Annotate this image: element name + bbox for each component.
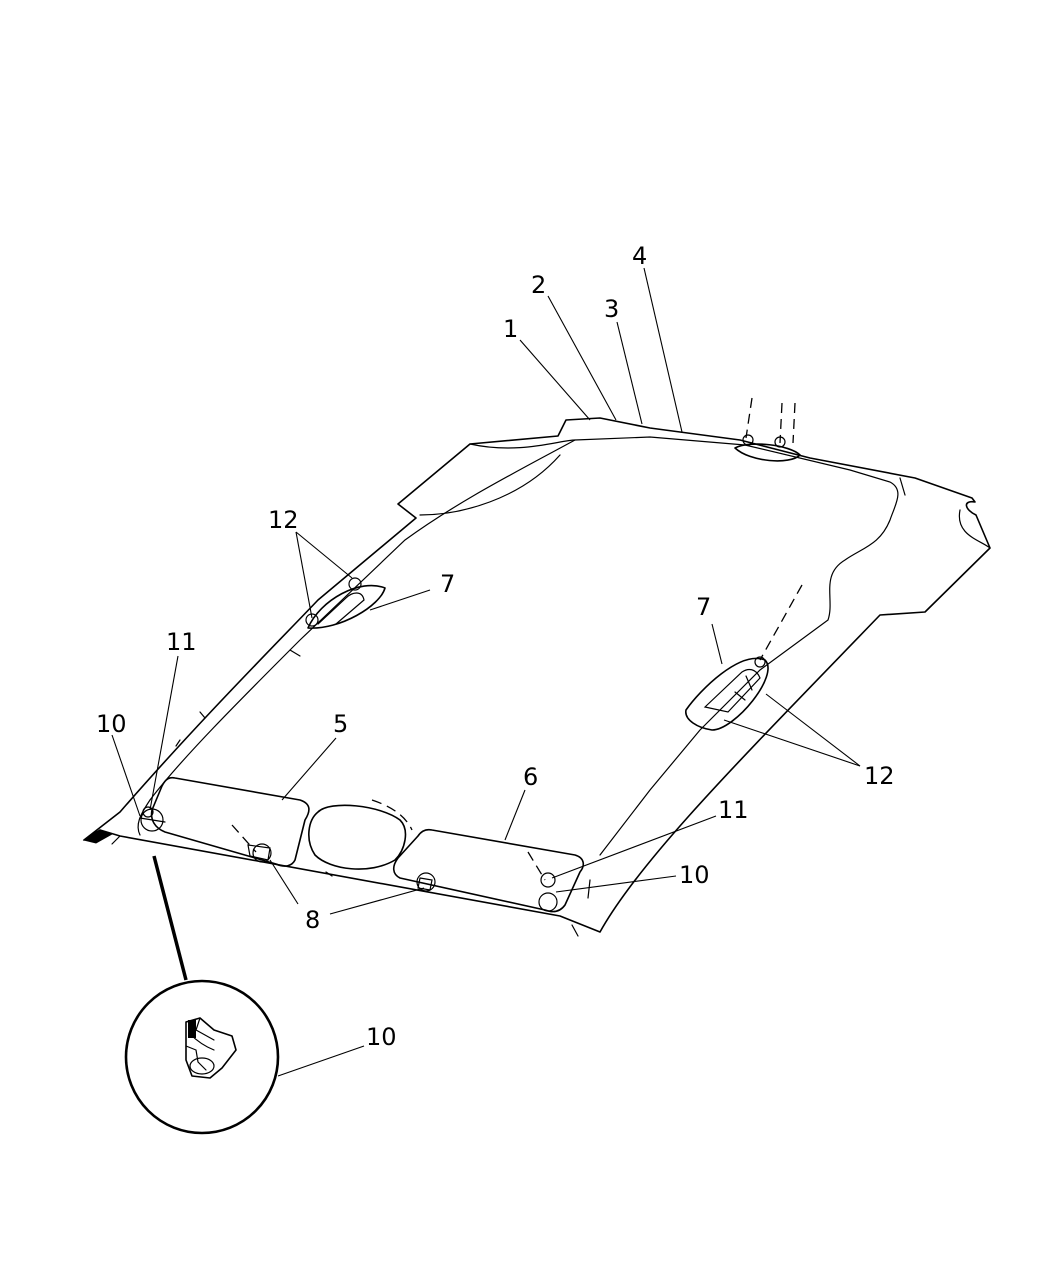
lower-edge-marks xyxy=(175,649,591,937)
clip-detail-icon xyxy=(185,1017,237,1079)
headliner-inner-edge xyxy=(137,436,991,856)
callout-5: 5 xyxy=(333,710,348,738)
headliner-outline xyxy=(82,417,991,933)
callout-8: 8 xyxy=(305,906,320,934)
center-dome-opening xyxy=(308,799,413,870)
callout-2: 2 xyxy=(531,271,546,299)
left-visor-clip xyxy=(139,806,166,832)
callout-3: 3 xyxy=(604,295,619,323)
callout-11-right: 11 xyxy=(718,796,749,824)
callout-12-left: 12 xyxy=(268,506,299,534)
right-sun-visor xyxy=(392,828,585,913)
left-sun-visor xyxy=(150,776,310,867)
callout-7-right: 7 xyxy=(696,593,711,621)
callout-6: 6 xyxy=(523,763,538,791)
left-assist-handle xyxy=(305,577,386,629)
callout-10-right: 10 xyxy=(679,861,710,889)
front-corner-tab xyxy=(82,829,114,844)
callout-4: 4 xyxy=(632,242,647,270)
callout-11-left: 11 xyxy=(166,628,197,656)
clip-detail-view xyxy=(124,855,280,1135)
right-assist-handle xyxy=(685,584,803,731)
callout-labels: 1 2 3 4 12 7 7 11 10 5 6 11 10 12 8 10 xyxy=(96,242,895,1051)
callout-10-left: 10 xyxy=(96,710,127,738)
callout-7-left: 7 xyxy=(440,570,455,598)
rear-console-opening xyxy=(734,397,801,462)
leader-lines xyxy=(111,267,861,1077)
callout-10-detail: 10 xyxy=(366,1023,397,1051)
callout-12-right: 12 xyxy=(864,762,895,790)
callout-1: 1 xyxy=(503,315,518,343)
